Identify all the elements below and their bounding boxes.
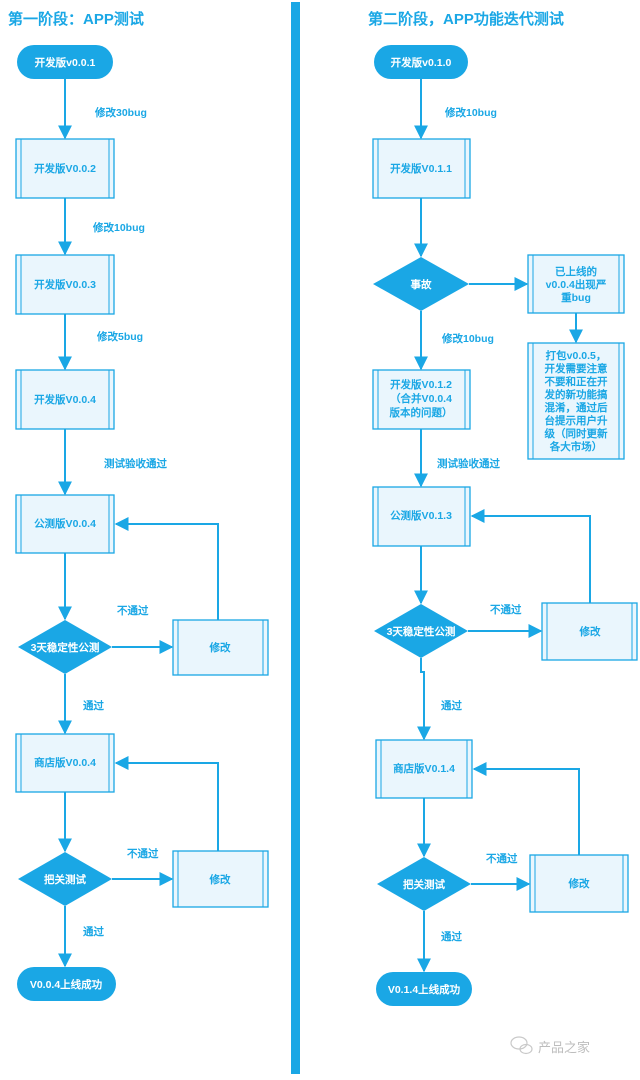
right-edge-2-label: 修改10bug	[441, 332, 494, 345]
right-incident-note-line-2: v0.0.4出现严	[546, 278, 607, 291]
right-hotfix-note-line-8: 各大市场）	[549, 440, 603, 453]
right-stability-diamond	[374, 604, 468, 658]
right-hotfix-note-line-3: 不要和正在开	[545, 375, 608, 388]
right-public-box-label: 公测版V0.1.3	[390, 509, 452, 522]
left-edge-1-label: 修改30bug	[94, 106, 147, 119]
right-fix-box-2	[529, 854, 629, 913]
right-hotfix-note-line-7: 级（同时更新	[545, 427, 608, 440]
left-dev-box-002	[15, 138, 115, 199]
left-edge-4-label: 测试验收通过	[104, 457, 167, 470]
right-edge-1-label: 修改10bug	[444, 106, 497, 119]
right-fix-box-1	[541, 602, 638, 661]
right-pass-2-label: 通过	[441, 930, 462, 943]
right-incident-note-line-3: 重bug	[561, 291, 591, 304]
right-fail-2-label: 不通过	[486, 852, 518, 865]
right-edge-3-label: 测试验收通过	[437, 457, 500, 470]
left-return-edge-2	[114, 756, 219, 851]
right-store-box-label: 商店版V0.1.4	[393, 762, 455, 775]
right-fix-box-1-label: 修改	[579, 625, 601, 638]
left-edge-2-label: 修改10bug	[92, 221, 145, 234]
right-return-edge-2	[472, 762, 580, 855]
left-gate-diamond	[18, 852, 112, 906]
left-pass-1-label: 通过	[83, 699, 104, 712]
right-dev-box-012-line-3: 版本的问题）	[390, 406, 453, 419]
right-pass-edge-1	[417, 658, 431, 741]
left-fix-box-1	[172, 619, 269, 676]
right-accident-label: 事故	[411, 278, 432, 291]
left-stage-title: 第一阶段：APP测试	[8, 10, 144, 28]
right-gate-diamond	[377, 857, 471, 911]
right-incident-note-line-1: 已上线的	[555, 265, 597, 278]
right-pass-1-label: 通过	[441, 699, 462, 712]
right-dev-box-012-line-2: （合并V0.0.4	[390, 392, 452, 405]
left-store-box	[15, 733, 115, 793]
left-edge-3-label: 修改5bug	[96, 330, 143, 343]
left-fail-2-label: 不通过	[127, 847, 159, 860]
left-store-box-label: 商店版V0.0.4	[34, 756, 96, 769]
right-dev-box-011-label: 开发版V0.1.1	[390, 162, 452, 175]
right-fail-1-label: 不通过	[490, 603, 522, 616]
right-fix-box-2-label: 修改	[568, 877, 590, 890]
left-start-label: 开发版v0.0.1	[35, 56, 96, 69]
left-fail-1-label: 不通过	[117, 604, 149, 617]
right-end-label: V0.1.4上线成功	[388, 983, 461, 996]
left-gate-diamond-label: 把关测试	[44, 873, 86, 886]
left-fix-box-2-label: 修改	[209, 873, 231, 886]
right-stage-title: 第二阶段，APP功能迭代测试	[368, 10, 564, 28]
right-hotfix-note-line-2: 开发需要注意	[545, 362, 608, 375]
watermark-text: 产品之家	[538, 1040, 590, 1055]
right-public-box	[372, 486, 471, 547]
left-return-edge-1	[114, 517, 219, 620]
left-pass-2-label: 通过	[83, 925, 104, 938]
left-dev-box-003-label: 开发版V0.0.3	[34, 278, 96, 291]
left-fix-box-1-label: 修改	[209, 641, 231, 654]
right-hotfix-note-line-4: 发的新功能搞	[544, 388, 608, 401]
left-dev-box-002-label: 开发版V0.0.2	[34, 162, 96, 175]
left-dev-box-004-label: 开发版V0.0.4	[34, 393, 96, 406]
right-start-label: 开发版v0.1.0	[391, 56, 452, 69]
left-end-label: V0.0.4上线成功	[30, 978, 103, 991]
right-gate-diamond-label: 把关测试	[403, 878, 445, 891]
right-end-terminal	[376, 972, 472, 1006]
right-stability-diamond-label: 3天稳定性公测	[387, 625, 456, 638]
left-fix-box-2	[172, 850, 269, 908]
right-accident-diamond	[373, 257, 469, 311]
right-return-edge-1	[470, 509, 591, 603]
right-hotfix-note-line-5: 混淆，通过后	[545, 401, 608, 414]
right-dev-box-011	[372, 138, 471, 199]
wechat-icon	[510, 1036, 533, 1055]
left-start-terminal	[17, 45, 113, 79]
left-stability-diamond-label: 3天稳定性公测	[31, 641, 100, 654]
right-store-box	[375, 739, 473, 799]
left-public-box-label: 公测版V0.0.4	[34, 517, 96, 530]
right-start-terminal	[374, 45, 468, 79]
left-end-terminal	[17, 967, 116, 1001]
right-hotfix-note-line-6: 台提示用户升	[545, 414, 608, 427]
right-dev-box-012-line-1: 开发版V0.1.2	[390, 378, 452, 391]
left-stability-diamond	[18, 620, 112, 674]
right-hotfix-note	[527, 342, 625, 460]
right-hotfix-note-line-1: 打包v0.0.5，	[546, 349, 607, 362]
left-dev-box-003	[15, 254, 115, 315]
stage-divider	[291, 2, 300, 1074]
right-incident-note	[527, 254, 625, 314]
